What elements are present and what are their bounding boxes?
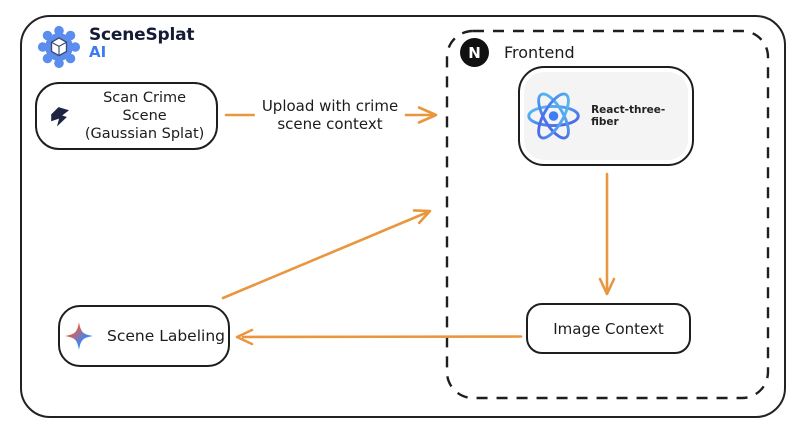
gemini-sparkle-icon: [65, 322, 94, 350]
scan-app-icon: [51, 106, 70, 126]
brand-name: SceneSplat: [89, 25, 195, 45]
react-three-fiber-label: React-three-fiber: [591, 104, 666, 128]
upload-edge-label-line2: scene context: [277, 115, 383, 133]
image-context-label: Image Context: [553, 319, 664, 338]
brand-sub: AI: [89, 42, 107, 61]
react-atom-icon: [527, 92, 580, 140]
nextjs-letter: N: [468, 43, 481, 62]
upload-edge-label: Upload with crime scene context: [254, 95, 406, 135]
frontend-header: N Frontend: [460, 38, 575, 67]
nextjs-icon: N: [460, 38, 489, 67]
node-scene-labeling: Scene Labeling: [58, 305, 230, 367]
node-image-context: Image Context: [526, 303, 691, 354]
frontend-label: Frontend: [504, 43, 575, 62]
scan-label-line1: Scan Crime Scene: [103, 89, 187, 124]
scene-labeling-label: Scene Labeling: [107, 327, 225, 345]
gear-cube-icon: [37, 25, 81, 69]
node-react-three-fiber: React-three-fiber: [518, 66, 694, 166]
brand-logo: SceneSplat AI: [36, 24, 195, 70]
upload-edge-label-line1: Upload with crime: [261, 97, 399, 115]
scan-label-line2: (Gaussian Splat): [84, 126, 205, 143]
node-scan-crime-scene: Scan Crime Scene (Gaussian Splat): [35, 82, 218, 150]
react-inner: React-three-fiber: [524, 72, 688, 160]
